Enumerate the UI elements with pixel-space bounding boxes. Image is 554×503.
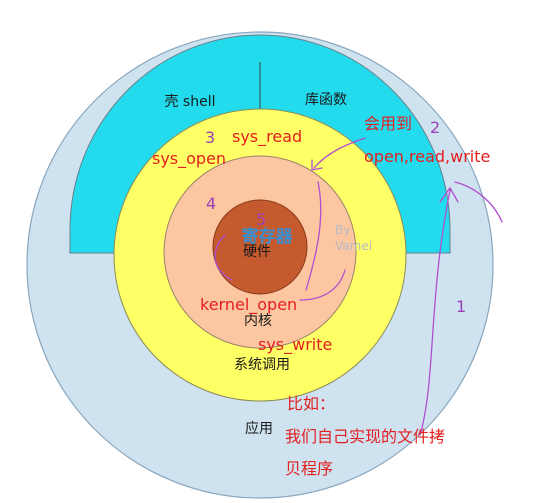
arrow-library-to-syscall-head (311, 159, 323, 171)
arrow-library-to-syscall (313, 137, 366, 169)
kernel-label: 内核 (244, 313, 272, 329)
hardware-label: 硬件 (243, 244, 271, 260)
example-line2: 我们自己实现的文件拷 (285, 427, 445, 446)
step-number-1: 1 (456, 297, 466, 316)
arrow-hardware-curl (214, 234, 233, 281)
arrow-kernel-curl (299, 269, 346, 301)
step-number-2: 2 (430, 118, 440, 137)
uses-label: 会用到 (364, 114, 412, 133)
application-label: 应用 (245, 420, 273, 437)
watermark-name: Vamei (335, 239, 372, 253)
library-label: 库函数 (305, 92, 347, 108)
sys-open-label: sys_open (152, 149, 226, 169)
arrow-syscall-down (305, 181, 322, 291)
sys-read-label: sys_read (232, 127, 302, 147)
arrow-app-to-library-head (439, 186, 459, 203)
hardware-core (212, 199, 308, 295)
example-line3: 贝程序 (285, 459, 333, 478)
arrow-right-tail (454, 181, 503, 223)
step-number-4: 4 (206, 194, 216, 213)
sys-write-label: sys_write (258, 335, 332, 355)
step-number-3: 3 (205, 128, 215, 147)
system-call-label: 系统调用 (234, 357, 290, 373)
kernel-open-label: kernel_open (200, 295, 297, 315)
arrow-app-to-library (419, 189, 451, 436)
register-label: 寄存器 (242, 226, 294, 247)
library-calls-label: open,read,write (364, 147, 490, 166)
shell-label: 壳 shell (164, 93, 215, 110)
handwritten-arrows (214, 137, 503, 436)
example-line1: 比如： (287, 394, 335, 413)
step-number-5: 5 (256, 210, 266, 229)
watermark-by: By (335, 223, 350, 237)
